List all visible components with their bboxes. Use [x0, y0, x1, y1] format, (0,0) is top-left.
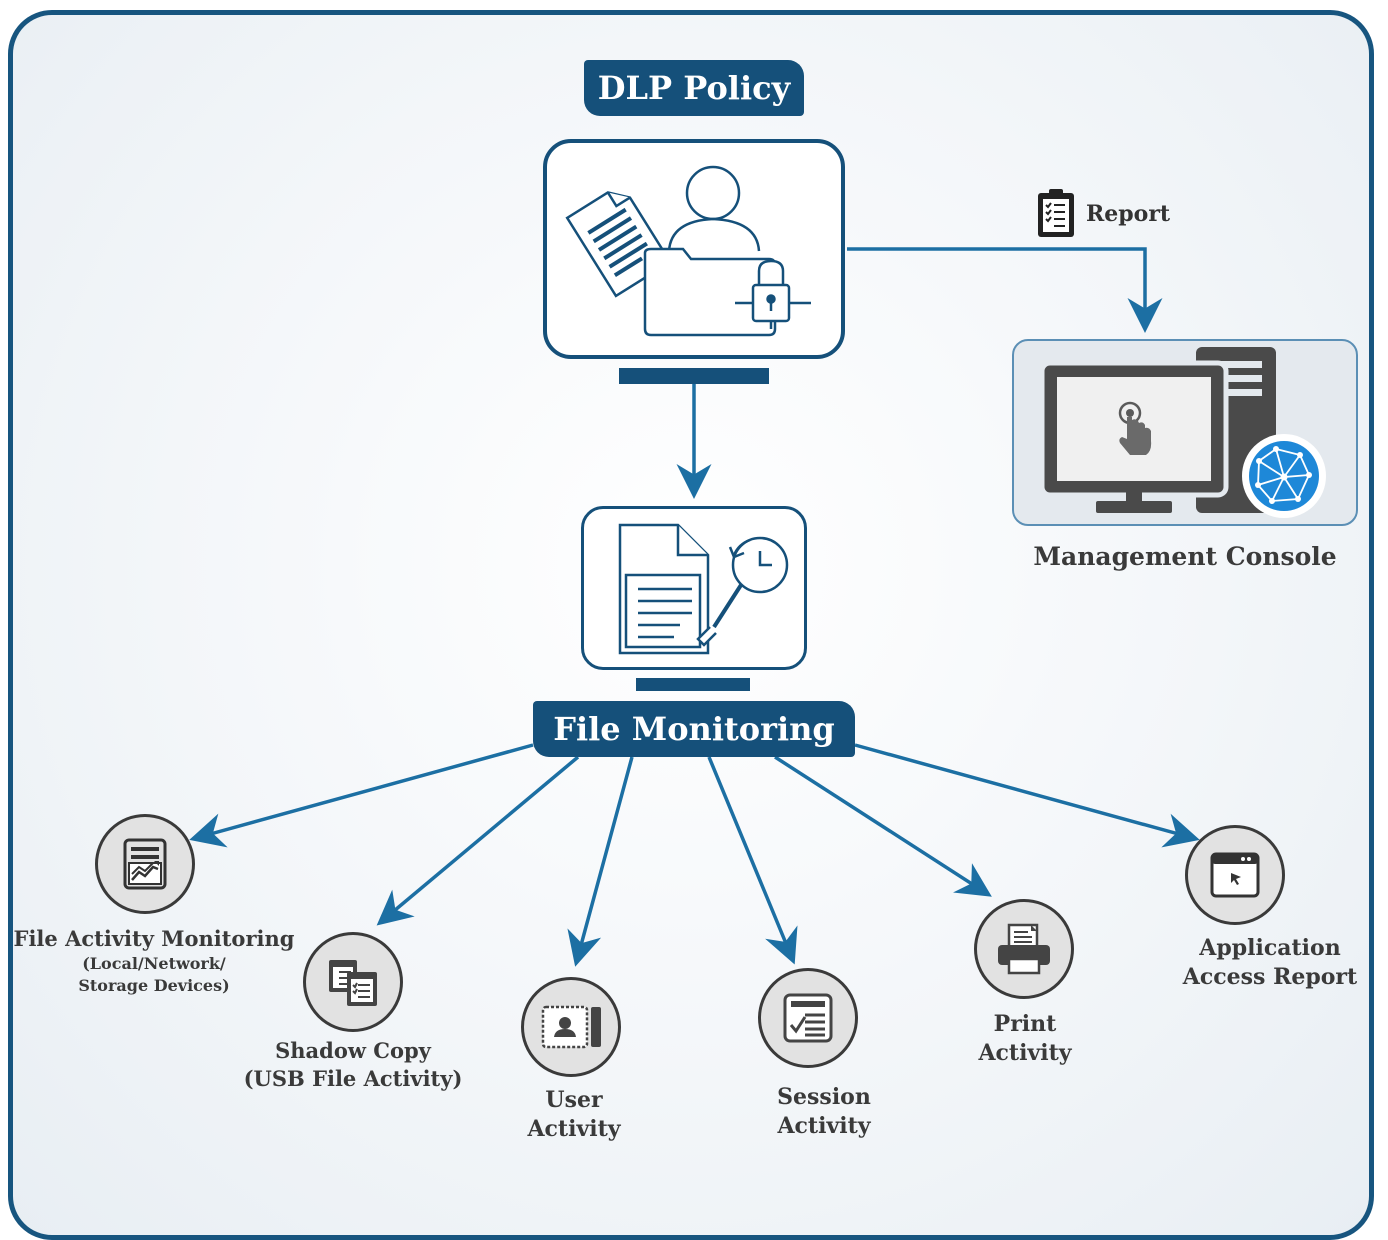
management-console-label: Management Console: [1033, 542, 1337, 571]
shadow-copy-node: [303, 932, 403, 1032]
file-monitoring-monitor: [581, 506, 807, 670]
arrow-to-session-activity: [707, 756, 798, 965]
print-activity-subtitle: Activity: [978, 1040, 1072, 1066]
app-window-icon: [1210, 852, 1260, 898]
computer-globe-icon: [1039, 347, 1326, 518]
file-activity-subtitle-1: (Local/Network/: [82, 954, 226, 973]
policy-monitor-stand: [619, 368, 769, 384]
session-activity-subtitle: Activity: [777, 1113, 871, 1139]
arrow-to-app-access: [854, 743, 1200, 848]
app-access-title: Application: [1199, 935, 1341, 961]
checklist-icon: [783, 993, 833, 1043]
file-activity-subtitle-2: Storage Devices): [78, 976, 230, 995]
activity-chart-icon: [123, 838, 167, 890]
file-activity-label: File Activity Monitoring (Local/Network/…: [10, 925, 298, 997]
file-monitoring-stand: [636, 678, 750, 691]
clipboard-report-icon: [1038, 189, 1074, 237]
session-activity-title: Session: [777, 1084, 871, 1110]
shadow-copy-icon: [329, 960, 377, 1006]
user-id-card-icon: [541, 1005, 601, 1049]
arrow-to-print-activity: [774, 755, 992, 897]
user-documents-lock-icon: [565, 165, 811, 337]
print-activity-node: [974, 899, 1074, 999]
document-history-search-icon: [618, 523, 789, 655]
file-activity-node: [95, 814, 195, 914]
print-activity-title: Print: [993, 1011, 1057, 1037]
file-activity-title: File Activity Monitoring: [13, 926, 295, 951]
app-access-subtitle: Access Report: [1182, 964, 1358, 990]
user-activity-title: User: [545, 1087, 603, 1113]
arrow-policy-to-console: [847, 247, 1163, 333]
session-activity-node: [758, 968, 858, 1068]
arrow-to-user-activity: [567, 756, 634, 967]
arrow-to-shadow-copy: [376, 755, 580, 926]
app-access-label: Application Access Report: [1140, 934, 1388, 992]
dlp-policy-monitor: [543, 139, 845, 359]
shadow-copy-title: Shadow Copy: [275, 1038, 431, 1063]
report-label: Report: [1086, 201, 1171, 227]
dlp-policy-title: DLP Policy: [584, 60, 804, 116]
user-activity-node: [521, 977, 621, 1077]
shadow-copy-subtitle: (USB File Activity): [243, 1066, 463, 1091]
arrow-to-file-activity: [189, 743, 534, 848]
print-activity-label: Print Activity: [925, 1010, 1125, 1068]
session-activity-label: Session Activity: [724, 1083, 924, 1141]
management-console-box: [1012, 339, 1358, 526]
shadow-copy-label: Shadow Copy (USB File Activity): [233, 1037, 473, 1093]
file-monitoring-title: File Monitoring: [533, 701, 855, 757]
user-activity-subtitle: Activity: [527, 1116, 621, 1142]
app-access-node: [1185, 825, 1285, 925]
user-activity-label: User Activity: [474, 1086, 674, 1144]
printer-icon: [998, 923, 1050, 975]
